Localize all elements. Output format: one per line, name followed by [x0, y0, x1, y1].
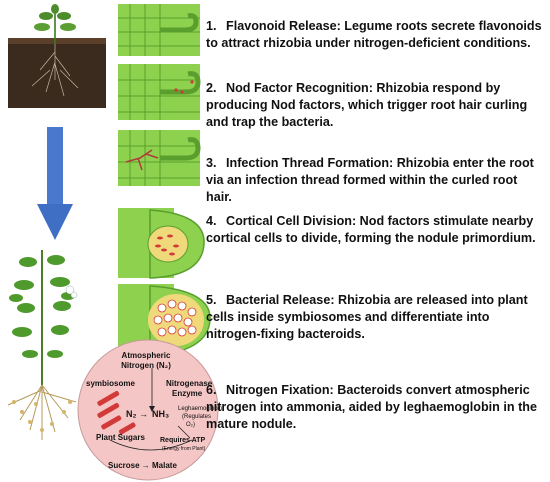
stage-1-root-hair-panel [118, 4, 200, 56]
step-6-description: Nitrogen Fixation: Bacteroids convert at… [206, 383, 537, 431]
enzyme-label: Enzyme [172, 389, 203, 398]
stage-5-bacterial-release-panel [118, 284, 211, 357]
nitrogen-label: Nitrogen (N₂) [121, 361, 171, 370]
step-5-number: 5. [206, 293, 217, 307]
step-3-description: Infection Thread Formation: Rhizobia ent… [206, 156, 534, 204]
step-4-description: Cortical Cell Division: Nod factors stim… [206, 214, 536, 245]
energy-from-plant-label: (Energy from Plant) [162, 446, 206, 452]
progression-arrow [37, 127, 73, 240]
plant-sugars-label: Plant Sugars [96, 433, 145, 442]
regulates-label: (Regulates [182, 414, 211, 420]
reaction-right: NH₃ [152, 409, 169, 419]
nitrogenase-label: Nitrogenase [166, 379, 213, 388]
seedling-in-soil-image [8, 4, 106, 108]
step-4-text: 4.Cortical Cell Division: Nod factors st… [206, 213, 546, 247]
requires-atp-label: Requires ATP [160, 437, 205, 444]
symbiosome-label: symbiosome [86, 379, 135, 388]
stage-6-nitrogen-fixation-panel [77, 339, 219, 481]
step-5-description: Bacterial Release: Rhizobia are released… [206, 293, 528, 341]
mature-legume-plant-image [7, 250, 78, 440]
step-2-description: Nod Factor Recognition: Rhizobia respond… [206, 81, 528, 129]
step-2-number: 2. [206, 81, 217, 95]
step-4-number: 4. [206, 214, 217, 228]
stage-3-infection-thread-panel [118, 130, 201, 186]
o2-label: O₂) [186, 422, 195, 428]
step-6-text: 6.Nitrogen Fixation: Bacteroids convert … [206, 382, 546, 433]
step-1-text: 1.Flavonoid Release: Legume roots secret… [206, 18, 546, 52]
step-3-text: 3.Infection Thread Formation: Rhizobia e… [206, 155, 546, 206]
atmospheric-label: Atmospheric [122, 351, 171, 360]
step-1-number: 1. [206, 19, 217, 33]
stage-2-nod-factor-panel [118, 64, 201, 120]
sucrose-malate-label: Sucrose → Malate [108, 461, 177, 470]
reaction-left: N₂ → [126, 409, 148, 419]
step-1-description: Flavonoid Release: Legume roots secrete … [206, 19, 542, 50]
step-6-number: 6. [206, 383, 217, 397]
stage-4-nodule-primordium-panel [118, 208, 205, 279]
leghaemoglobin-label: Leghaemoglobin [178, 406, 222, 412]
step-5-text: 5.Bacterial Release: Rhizobia are releas… [206, 292, 546, 343]
step-2-text: 2.Nod Factor Recognition: Rhizobia respo… [206, 80, 546, 131]
step-3-number: 3. [206, 156, 217, 170]
